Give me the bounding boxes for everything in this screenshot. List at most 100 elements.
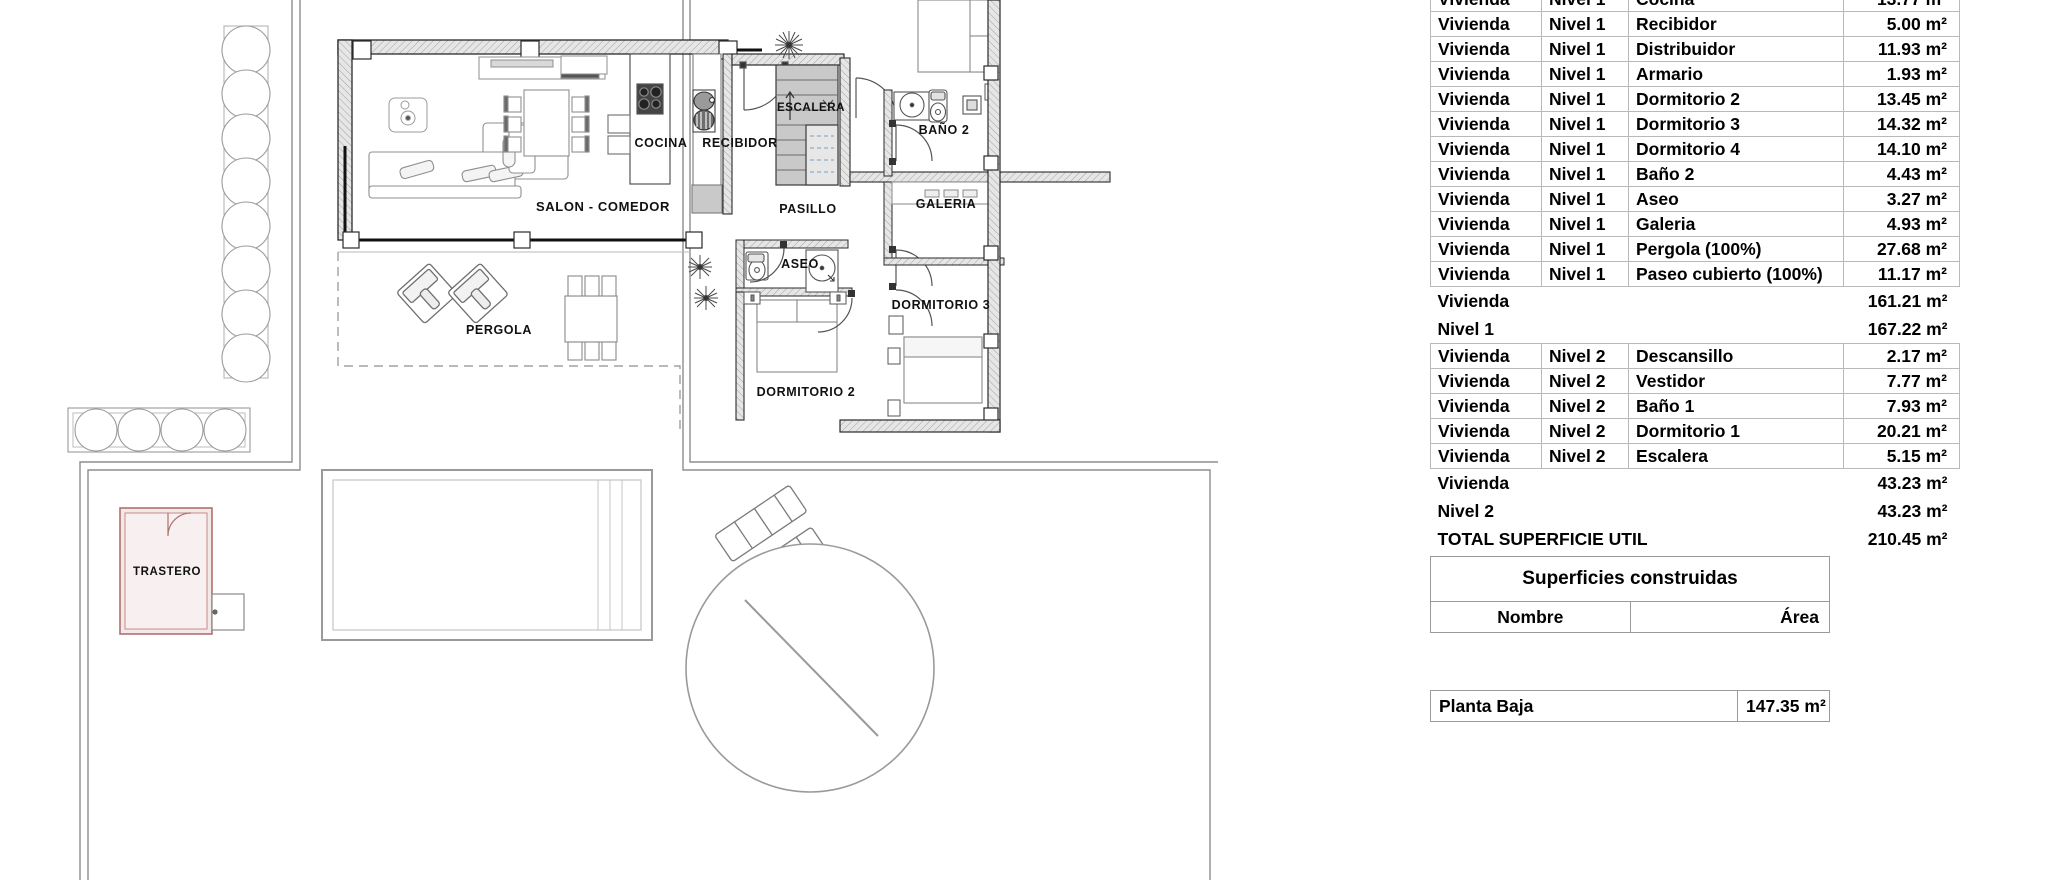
site-boundary-right: [682, 0, 1218, 880]
wall-galeria-south: [883, 257, 1005, 266]
cell-area: 2.17 m²: [1843, 343, 1960, 369]
staircase: [775, 64, 839, 186]
wall-aseo-west: [735, 239, 745, 293]
cell-nivel: Nivel 1: [1541, 236, 1629, 262]
entry-plant: [775, 31, 803, 59]
aseo-fixtures: [745, 249, 839, 293]
bedroom-2-bed: [756, 299, 838, 373]
cell-nivel: Nivel 2: [1541, 418, 1629, 444]
built-header-nombre: Nombre: [1430, 601, 1631, 633]
cell-nivel: Nivel 1: [1541, 161, 1629, 187]
cell-area: 147.35 m²: [1737, 690, 1830, 722]
furniture-tv-unit: [478, 55, 608, 80]
cell-nombre: Cocina: [1628, 0, 1844, 12]
site-boundary: [79, 0, 301, 880]
round-terrace: [685, 543, 935, 793]
bedroom-3-nightstand: [888, 315, 904, 335]
bedroom-2-nightstands: [743, 291, 847, 305]
cell-nivel: Nivel 1: [1541, 36, 1629, 62]
kitchen-island: [607, 53, 671, 185]
wall-aseo-north: [735, 239, 849, 249]
cell-nombre: Aseo: [1628, 186, 1844, 212]
cell-nivel: Nivel 1: [1541, 111, 1629, 137]
cell-nivel: Nivel 1: [1541, 11, 1629, 37]
cell-grupo: Vivienda: [1430, 136, 1542, 162]
bedroom-2-closet: [887, 347, 901, 365]
door-jamb-aseo: [780, 241, 787, 248]
cell-summary-area: 43.23 m²: [1877, 472, 1948, 493]
cell-area: 3.27 m²: [1843, 186, 1960, 212]
room-label-pergola: PERGOLA: [466, 323, 532, 337]
wall-east-house: [987, 0, 1001, 433]
cell-grupo: Vivienda: [1430, 343, 1542, 369]
cell-grupo: Vivienda: [1430, 0, 1542, 12]
wall-kitchen-hall: [722, 53, 733, 215]
cell-grupo: Vivienda: [1430, 161, 1542, 187]
cell-summary-area: 161.21 m²: [1867, 290, 1948, 311]
window-posts-east: [983, 65, 999, 423]
cell-grupo: Vivienda: [1430, 211, 1542, 237]
cell-area: 14.32 m²: [1843, 111, 1960, 137]
cell-area: 13.77 m²: [1843, 0, 1960, 12]
cell-grupo: Vivienda: [1430, 418, 1542, 444]
cell-grupo: Vivienda: [1430, 36, 1542, 62]
terrace-plants: [688, 255, 718, 310]
bedroom-4-bed: [917, 0, 995, 73]
swimming-pool: [321, 469, 653, 641]
cell-nivel: Nivel 1: [1541, 136, 1629, 162]
cell-nombre: Dormitorio 4: [1628, 136, 1844, 162]
door-jamb-bed2: [848, 290, 855, 297]
built-table-header-row: Nombre Área: [1430, 601, 1830, 633]
cell-grupo: Vivienda: [1430, 393, 1542, 419]
door-jamb-galeria-a: [889, 246, 896, 253]
room-label-dormitorio-3: DORMITORIO 3: [892, 298, 991, 312]
cell-nivel: Nivel 2: [1541, 343, 1629, 369]
floor-plan-drawing: SALON - COMEDOR COCINA RECIBIDOR ESCALER…: [67, 0, 1218, 880]
cell-summary-area: 43.23 m²: [1877, 500, 1948, 521]
room-label-escalera: ESCALERA: [777, 102, 845, 114]
cell-area: 1.93 m²: [1843, 61, 1960, 87]
cell-area: 27.68 m²: [1843, 236, 1960, 262]
pergola-lounge-chairs: [397, 263, 508, 324]
built-surfaces-table: Superficies construidas Nombre Área: [1430, 556, 1830, 633]
room-label-salon-comedor: SALON - COMEDOR: [536, 199, 670, 214]
room-label-group: SALON - COMEDOR COCINA RECIBIDOR ESCALER…: [133, 102, 990, 578]
cell-nivel: Nivel 1: [1541, 61, 1629, 87]
cell-nombre: Dormitorio 3: [1628, 111, 1844, 137]
cell-grupo: Vivienda: [1430, 443, 1542, 469]
cell-nivel: Nivel 2: [1541, 443, 1629, 469]
cell-area: 14.10 m²: [1843, 136, 1960, 162]
room-label-recibidor: RECIBIDOR: [702, 136, 778, 150]
door-jamb-bath2b: [889, 158, 896, 165]
cell-nombre: Paseo cubierto (100%): [1628, 261, 1844, 287]
cell-nombre: Armario: [1628, 61, 1844, 87]
cell-grupo: Vivienda: [1430, 61, 1542, 87]
room-label-pasillo: PASILLO: [779, 202, 836, 216]
room-label-galeria: GALERIA: [916, 197, 976, 211]
furniture-dining-table: [503, 89, 590, 157]
cell-nombre: Vestidor: [1628, 368, 1844, 394]
cell-nombre: Recibidor: [1628, 11, 1844, 37]
cell-area: 5.15 m²: [1843, 443, 1960, 469]
room-label-bano-2: BAÑO 2: [919, 122, 970, 137]
door-jamb-bath2a: [889, 120, 896, 127]
landscape-shrubs-column: [221, 25, 271, 383]
cell-summary-area: 210.45 m²: [1867, 528, 1948, 549]
